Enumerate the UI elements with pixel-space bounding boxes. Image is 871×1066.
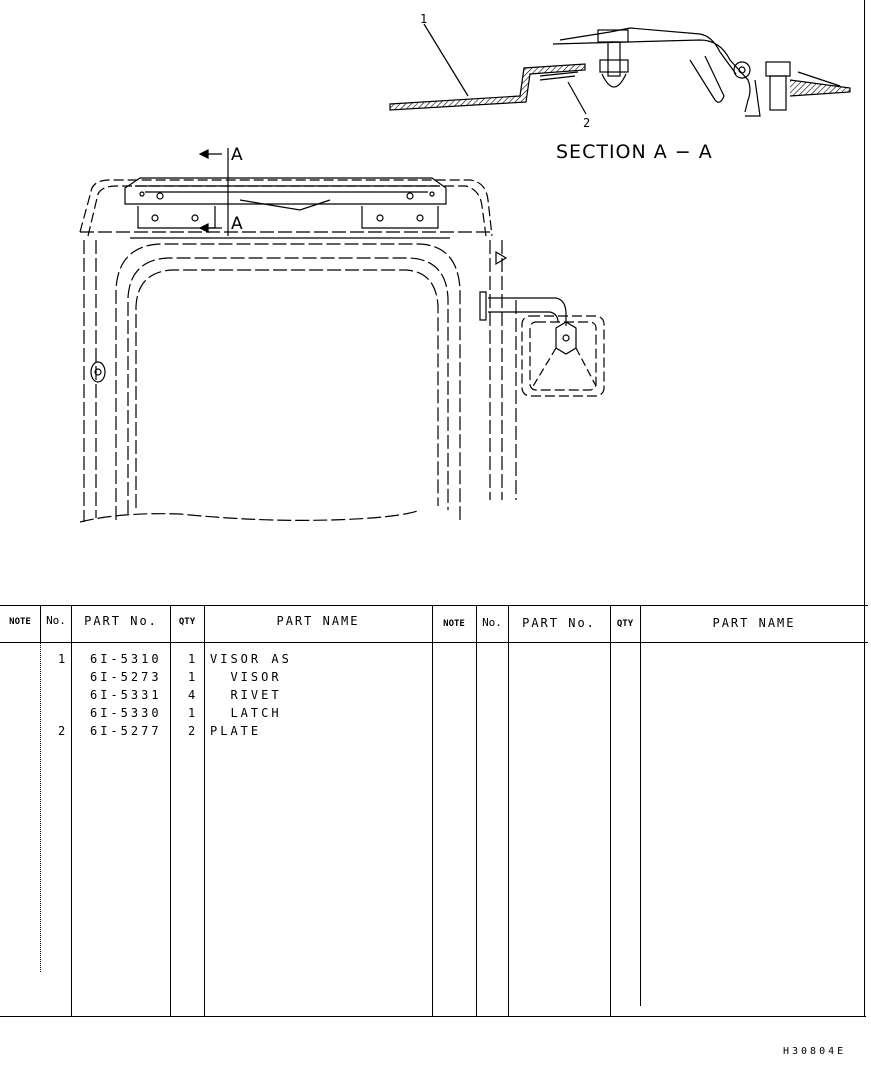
- col-divider: [610, 606, 611, 1016]
- row-qty: 2: [188, 724, 199, 738]
- col-divider-center: [432, 606, 433, 1016]
- col-divider: [476, 606, 477, 1016]
- col-divider: [204, 606, 205, 1016]
- header-part-no-right: PART No.: [522, 616, 596, 630]
- header-no-left: No.: [46, 614, 66, 627]
- header-no-right: No.: [482, 616, 502, 629]
- header-part-name-right: PART NAME: [712, 616, 796, 630]
- header-note-left: NOTE: [9, 617, 31, 627]
- col-divider: [170, 606, 171, 1016]
- row-part-no: 6I-5331: [90, 688, 162, 702]
- row-part-no: 6I-5310: [90, 652, 162, 666]
- parts-drawing: [79, 23, 851, 523]
- row-part-name: LATCH: [210, 706, 282, 720]
- row-qty: 1: [188, 706, 199, 720]
- page-right-border: [864, 0, 865, 605]
- row-part-no: 6I-5330: [90, 706, 162, 720]
- drawing-code: H30804E: [783, 1046, 847, 1057]
- section-title: SECTION A − A: [556, 141, 713, 163]
- row-part-no: 6I-5277: [90, 724, 162, 738]
- parts-table: NOTE No. PART No. QTY PART NAME NOTE No.…: [0, 605, 868, 1017]
- callout-1: 1: [420, 12, 428, 26]
- col-divider: [508, 606, 509, 1016]
- header-part-name-left: PART NAME: [276, 614, 360, 628]
- cab-front-view: [79, 148, 605, 523]
- row-qty: 4: [188, 688, 199, 702]
- row-qty: 1: [188, 670, 199, 684]
- header-part-no-left: PART No.: [84, 614, 158, 628]
- table-header-row: [0, 606, 868, 643]
- row-no: 2: [58, 724, 69, 738]
- table-bottom-border: [0, 1016, 866, 1017]
- row-part-name: VISOR AS: [210, 652, 292, 666]
- section-a-a-detail: [389, 23, 851, 117]
- col-divider: [640, 606, 641, 1006]
- table-left-edge: [40, 642, 41, 972]
- callout-2: 2: [583, 116, 591, 130]
- row-part-name: VISOR: [210, 670, 282, 684]
- header-qty-left: QTY: [178, 617, 196, 627]
- header-note-right: NOTE: [443, 619, 465, 629]
- row-part-name: RIVET: [210, 688, 282, 702]
- row-part-name: PLATE: [210, 724, 262, 738]
- col-divider: [864, 606, 865, 1016]
- col-divider: [71, 606, 72, 1016]
- row-qty: 1: [188, 652, 199, 666]
- cut-mark-a-top: A: [231, 145, 243, 165]
- row-no: 1: [58, 652, 69, 666]
- col-divider: [40, 606, 41, 642]
- row-part-no: 6I-5273: [90, 670, 162, 684]
- header-qty-right: QTY: [616, 619, 634, 629]
- cut-mark-a-bottom: A: [231, 214, 243, 234]
